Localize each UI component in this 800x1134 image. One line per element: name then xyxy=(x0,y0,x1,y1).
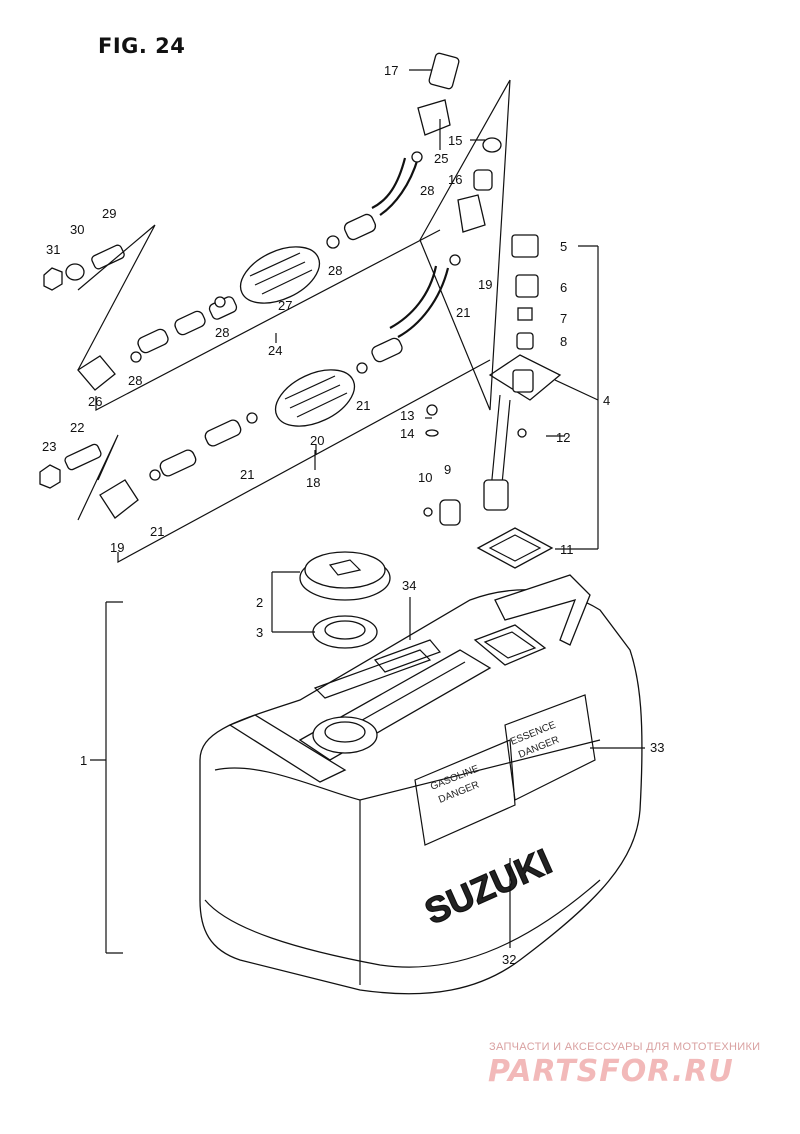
callout-2: 2 xyxy=(256,595,263,610)
fuel-tank: GASOLINE DANGER ESSENCE DANGER SUZUKI xyxy=(199,574,643,995)
callout-6: 6 xyxy=(560,280,567,295)
callout-3: 3 xyxy=(256,625,263,640)
callout-26: 26 xyxy=(88,394,102,409)
callout-20: 20 xyxy=(310,433,324,448)
callout-21-b: 21 xyxy=(356,398,370,413)
callout-28-c: 28 xyxy=(215,325,229,340)
callout-12: 12 xyxy=(556,430,570,445)
callout-7: 7 xyxy=(560,311,567,326)
callout-28-a: 28 xyxy=(420,183,434,198)
fuel-gauge-assembly xyxy=(423,137,562,569)
callout-21-a: 21 xyxy=(456,305,470,320)
callout-31: 31 xyxy=(46,242,60,257)
callout-33: 33 xyxy=(650,740,664,755)
figure-title: FIG. 24 xyxy=(98,34,186,58)
callout-10: 10 xyxy=(418,470,432,485)
callout-34: 34 xyxy=(402,578,416,593)
watermark-logo: PARTSFOR.RU xyxy=(488,1054,734,1089)
callout-14: 14 xyxy=(400,426,414,441)
hose-assembly-upper xyxy=(43,52,460,391)
callout-28-b: 28 xyxy=(328,263,342,278)
callout-19-upper: 19 xyxy=(478,277,492,292)
watermark-caption: ЗАПЧАСТИ И АКСЕССУАРЫ ДЛЯ МОТОТЕХНИКИ xyxy=(489,1041,761,1053)
callout-19-lower: 19 xyxy=(110,540,124,555)
callout-21-d: 21 xyxy=(150,524,164,539)
callout-24: 24 xyxy=(268,343,282,358)
callout-16: 16 xyxy=(448,172,462,187)
callout-18: 18 xyxy=(306,475,320,490)
callout-11: 11 xyxy=(560,542,574,557)
callout-8: 8 xyxy=(560,334,567,349)
leader-lines xyxy=(77,69,645,954)
callout-27: 27 xyxy=(278,298,292,313)
callout-17: 17 xyxy=(384,63,398,78)
callout-numbers: 1 2 3 4 5 6 7 8 9 10 11 12 13 14 15 16 1… xyxy=(42,63,664,967)
callout-23: 23 xyxy=(42,439,56,454)
callout-22: 22 xyxy=(70,420,84,435)
filler-cap xyxy=(299,551,391,649)
callout-5: 5 xyxy=(560,239,567,254)
callout-4: 4 xyxy=(603,393,610,408)
callout-32: 32 xyxy=(502,952,516,967)
callout-30: 30 xyxy=(70,222,84,237)
callout-9: 9 xyxy=(444,462,451,477)
callout-1: 1 xyxy=(80,753,87,768)
callout-13: 13 xyxy=(400,408,414,423)
callout-28-d: 28 xyxy=(128,373,142,388)
callout-21-c: 21 xyxy=(240,467,254,482)
callout-25: 25 xyxy=(434,151,448,166)
hose-assembly-lower xyxy=(39,194,486,519)
callout-15: 15 xyxy=(448,133,462,148)
callout-29: 29 xyxy=(102,206,116,221)
